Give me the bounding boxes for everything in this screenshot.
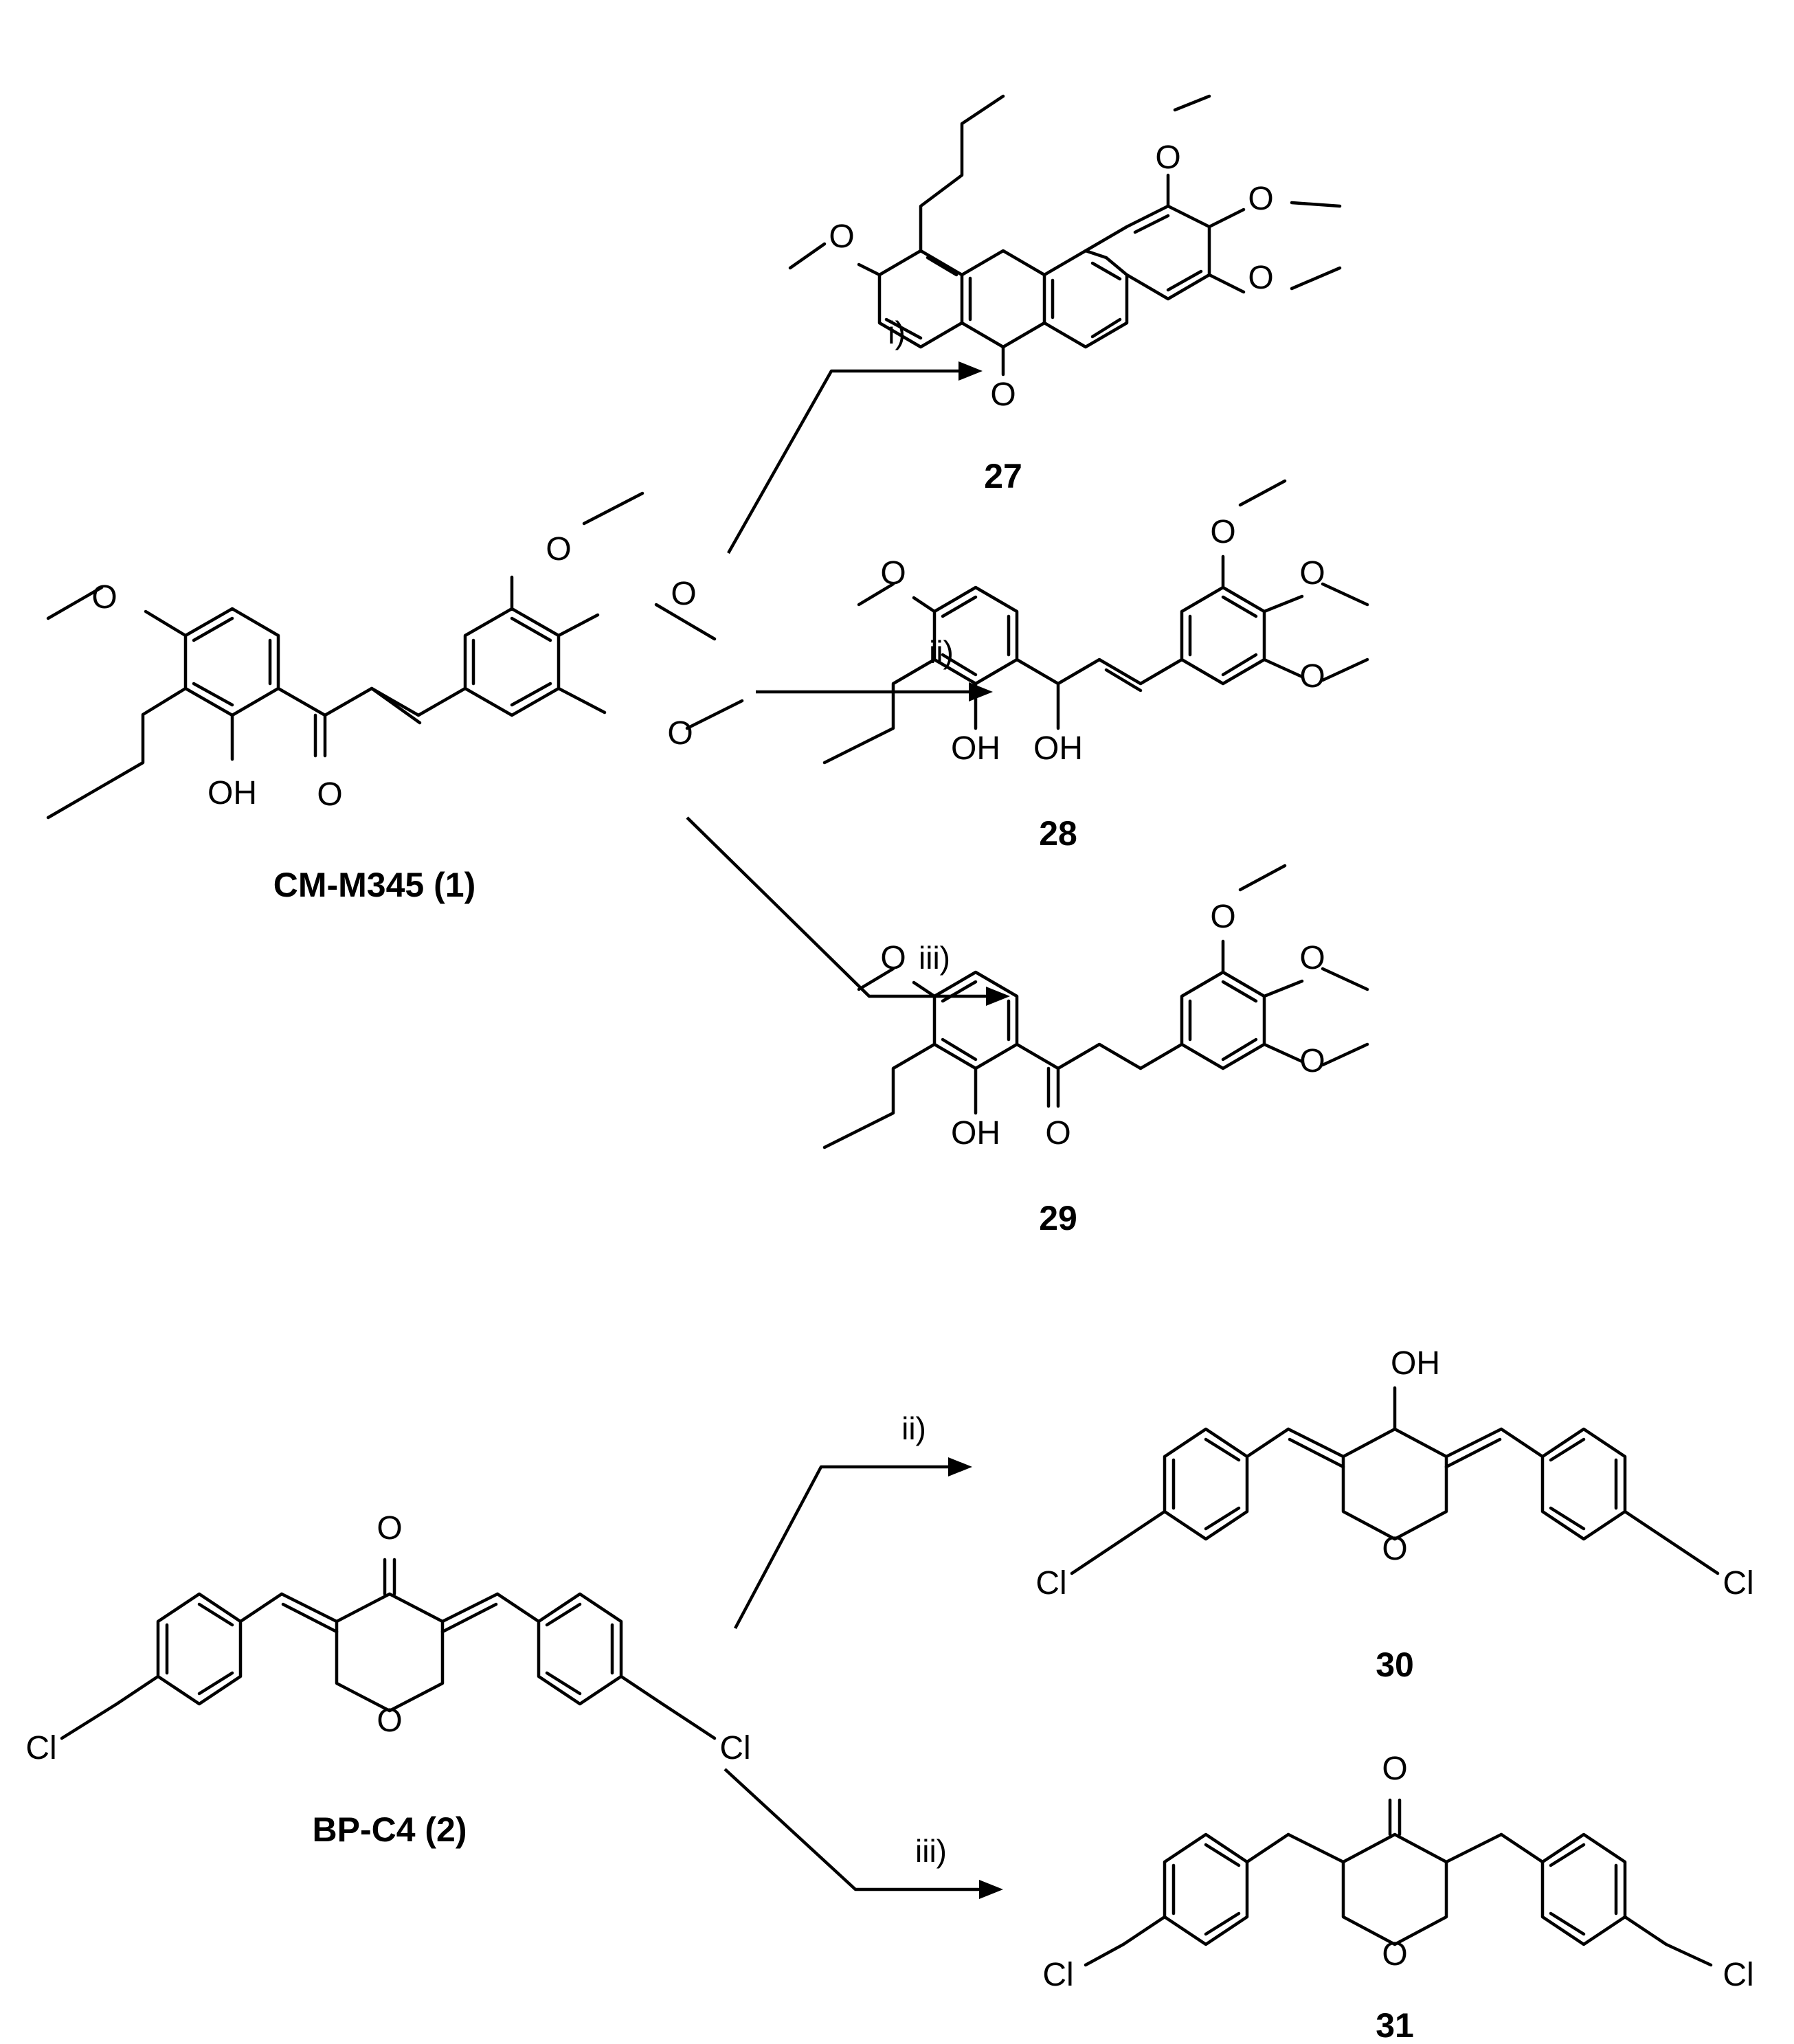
label-cm-m345: CM-M345 (1) [273, 866, 475, 904]
arrow-ii-top: ii) [756, 634, 993, 701]
condition-ii: ii) [901, 1411, 926, 1446]
atom-o: O [1299, 940, 1325, 976]
atom-o: O [880, 940, 906, 976]
atom-o: O [1155, 139, 1180, 176]
atom-o: O [829, 218, 854, 255]
atom-oh: OH [951, 730, 1000, 767]
atom-o: O [1248, 181, 1273, 217]
atom-o: O [1382, 1936, 1407, 1973]
condition-ii: ii) [929, 634, 954, 670]
atom-o: O [1299, 658, 1325, 695]
atom-o: O [1045, 1115, 1070, 1152]
compound-cm-m345: O O O O OH O CM-M345 (1) [46, 491, 744, 904]
compound-bp-c4: O O Cl Cl BP-C4 (2) [25, 1510, 750, 1849]
atom-o: O [1299, 1043, 1325, 1079]
label-bp-c4: BP-C4 (2) [312, 1810, 467, 1849]
atom-o: O [667, 715, 693, 752]
atom-oh: OH [208, 775, 257, 811]
compound-29: O O O O OH O 29 [822, 864, 1369, 1237]
atom-o: O [377, 1510, 402, 1547]
atom-o: O [1382, 1531, 1407, 1567]
atom-cl: Cl [1042, 1957, 1073, 1993]
label-27: 27 [984, 457, 1022, 495]
condition-iii: iii) [915, 1833, 947, 1869]
atom-o: O [91, 579, 117, 616]
arrow-iii-top: iii) [686, 816, 1010, 1006]
atom-cl: Cl [1035, 1565, 1066, 1602]
atom-o: O [1382, 1751, 1407, 1787]
atom-cl: Cl [1723, 1565, 1753, 1602]
label-28: 28 [1039, 814, 1077, 853]
compound-30: OH O Cl Cl 30 [1035, 1345, 1753, 1684]
atom-oh: OH [951, 1115, 1000, 1152]
atom-cl: Cl [719, 1730, 750, 1766]
atom-o: O [671, 576, 696, 612]
atom-o: O [377, 1703, 402, 1739]
label-29: 29 [1039, 1199, 1077, 1237]
label-30: 30 [1376, 1646, 1414, 1684]
atom-oh: OH [1391, 1345, 1440, 1382]
atom-o: O [1299, 555, 1325, 592]
atom-cl: Cl [1723, 1957, 1753, 1993]
atom-o: O [1210, 899, 1235, 935]
arrow-ii-bottom: ii) [734, 1411, 972, 1630]
compound-27: O O O O O 27 [788, 94, 1342, 495]
atom-o: O [990, 377, 1016, 413]
atom-o: O [546, 531, 571, 568]
atom-cl: Cl [25, 1730, 56, 1766]
atom-o: O [1210, 514, 1235, 550]
arrow-i: i) [727, 315, 983, 554]
condition-iii: iii) [919, 940, 950, 976]
atom-o: O [880, 555, 906, 592]
atom-o: O [317, 776, 342, 813]
compound-28: O O O O OH OH 28 [822, 479, 1369, 853]
arrow-iii-bottom: iii) [724, 1768, 1003, 1899]
label-31: 31 [1376, 2006, 1414, 2044]
atom-oh: OH [1033, 730, 1083, 767]
condition-i: i) [888, 315, 906, 350]
compound-31: O O Cl Cl 31 [1042, 1751, 1753, 2044]
atom-o: O [1248, 260, 1273, 296]
